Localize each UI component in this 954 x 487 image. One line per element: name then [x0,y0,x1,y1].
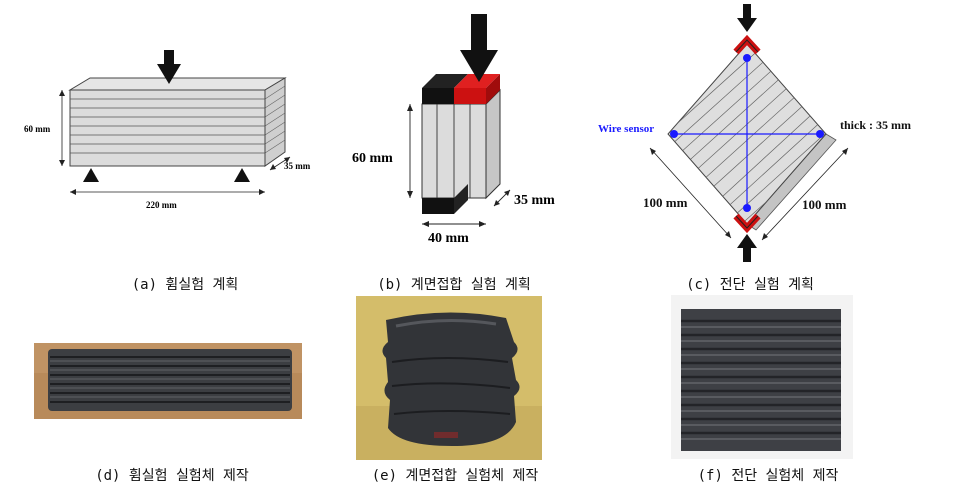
side-left-label: 100 mm [643,195,688,210]
caption-e: (e) 계면접합 실험체 제작 [371,468,539,484]
support-left [83,168,99,182]
bond-height-label: 60 mm [352,151,393,166]
support-right [234,168,250,182]
caption-a: (a) 휨실험 계획 [131,277,239,293]
flexure-specimen-photo [34,343,302,419]
side-right-label: 100 mm [802,197,847,212]
wire-sensor-label: Wire sensor [598,123,654,135]
flexure-depth-label: 35 mm [284,161,311,171]
flexure-length-label: 220 mm [146,200,177,210]
caption-b: (b) 계면접합 실험 계획 [377,277,531,293]
caption-c: (c) 전단 실험 계획 [686,277,814,293]
flexure-test-diagram: 60 mm 220 mm 35 mm [24,50,311,210]
shear-specimen-photo [671,295,853,459]
caption-d: (d) 휨실험 실험체 제작 [95,468,249,484]
bond-load-arrow [460,14,498,82]
bond-depth-label: 35 mm [514,193,555,208]
flexure-height-label: 60 mm [24,124,51,134]
thickness-label: thick : 35 mm [840,118,911,132]
caption-f: (f) 전단 실험체 제작 [697,468,839,484]
bond-width-label: 40 mm [428,231,469,246]
shear-test-diagram: Wire sensor thick : 35 mm 100 mm 100 mm [598,4,911,262]
shear-load-arrow-top [737,4,757,32]
shear-load-arrow-bottom [737,234,757,262]
bond-test-diagram: 60 mm 35 mm 40 mm [352,14,555,246]
bond-specimen-photo [356,296,542,460]
load-arrow [157,50,181,84]
